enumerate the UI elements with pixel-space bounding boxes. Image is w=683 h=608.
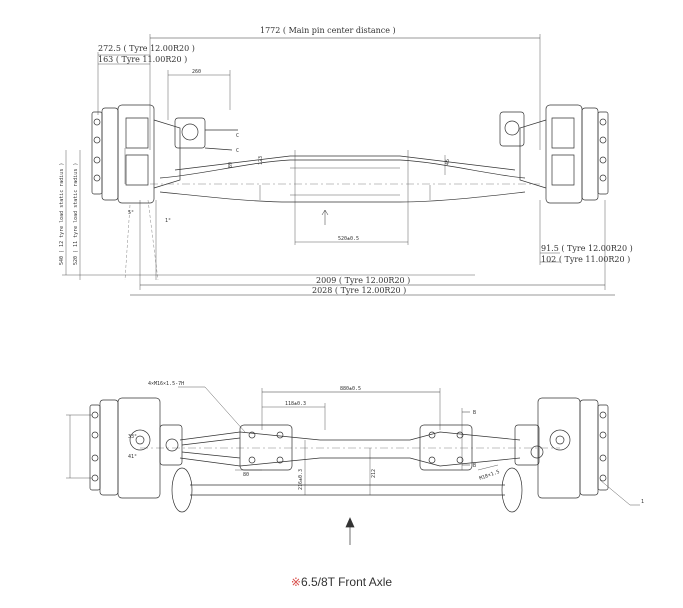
dim-118-label: 118±0.3 xyxy=(285,401,306,407)
angle-41-label: 41° xyxy=(128,454,137,460)
dim-80-label: 80 xyxy=(243,472,249,478)
left-hub-top xyxy=(92,105,238,203)
overall-a-label: 2009 ( Tyre 12.00R20 ) xyxy=(316,276,410,285)
direction-arrow xyxy=(346,518,354,545)
dim-89-label: 89 xyxy=(228,162,234,168)
label-c2: C xyxy=(236,148,239,154)
bolt-spec-label: 4×M16×1.5-7H xyxy=(148,381,184,387)
label-c1: C xyxy=(236,133,239,139)
angle-33-label: 33° xyxy=(128,434,137,440)
dim-880-label: 880±0.5 xyxy=(340,386,361,392)
right-tyre-b-label: 102 ( Tyre 11.00R20 ) xyxy=(541,255,630,264)
right-hub-bottom xyxy=(515,398,608,498)
caption-title: 6.5/8T Front Axle xyxy=(300,575,393,589)
bottom-view xyxy=(66,387,640,512)
tyre-b-label: 163 ( Tyre 11.00R20 ) xyxy=(98,55,187,64)
dim-520-label: 520±0.5 xyxy=(338,236,359,242)
dim-216-label: 216±0.3 xyxy=(298,469,304,490)
label-b2: B xyxy=(473,463,476,469)
callout-1-label: 1 xyxy=(641,499,644,505)
figure-caption: ※6.5/8T Front Axle xyxy=(0,575,683,589)
caption-mark: ※ xyxy=(290,575,301,589)
dim-123-label: 123 xyxy=(258,156,264,165)
right-tyre-a-label: 91.5 ( Tyre 12.00R20 ) xyxy=(541,244,633,253)
right-hub-top xyxy=(500,105,608,203)
dim-212-label: 212 xyxy=(371,469,377,478)
angle-b-label: 5° xyxy=(128,210,134,216)
left-radius-b-label: 520 ( 11 tyre load static radius ) xyxy=(73,163,79,265)
angle-a-label: 1° xyxy=(165,218,171,224)
axle-beam-bottom xyxy=(140,425,560,470)
dim-260-label: 260 xyxy=(192,69,201,75)
overall-b-label: 2028 ( Tyre 12.00R20 ) xyxy=(312,286,406,295)
label-b1: B xyxy=(473,410,476,416)
left-radius-a-label: 540 ( 12 tyre load static radius ) xyxy=(59,163,65,265)
main-pin-label: 1772 ( Main pin center distance ) xyxy=(260,26,396,35)
dim-45-label: 45 xyxy=(445,159,451,165)
axle-beam-top xyxy=(150,156,540,202)
tyre-a-label: 272.5 ( Tyre 12.00R20 ) xyxy=(98,44,195,53)
top-view xyxy=(62,34,615,295)
bolt-right-label: M18×1.5 xyxy=(479,469,501,482)
